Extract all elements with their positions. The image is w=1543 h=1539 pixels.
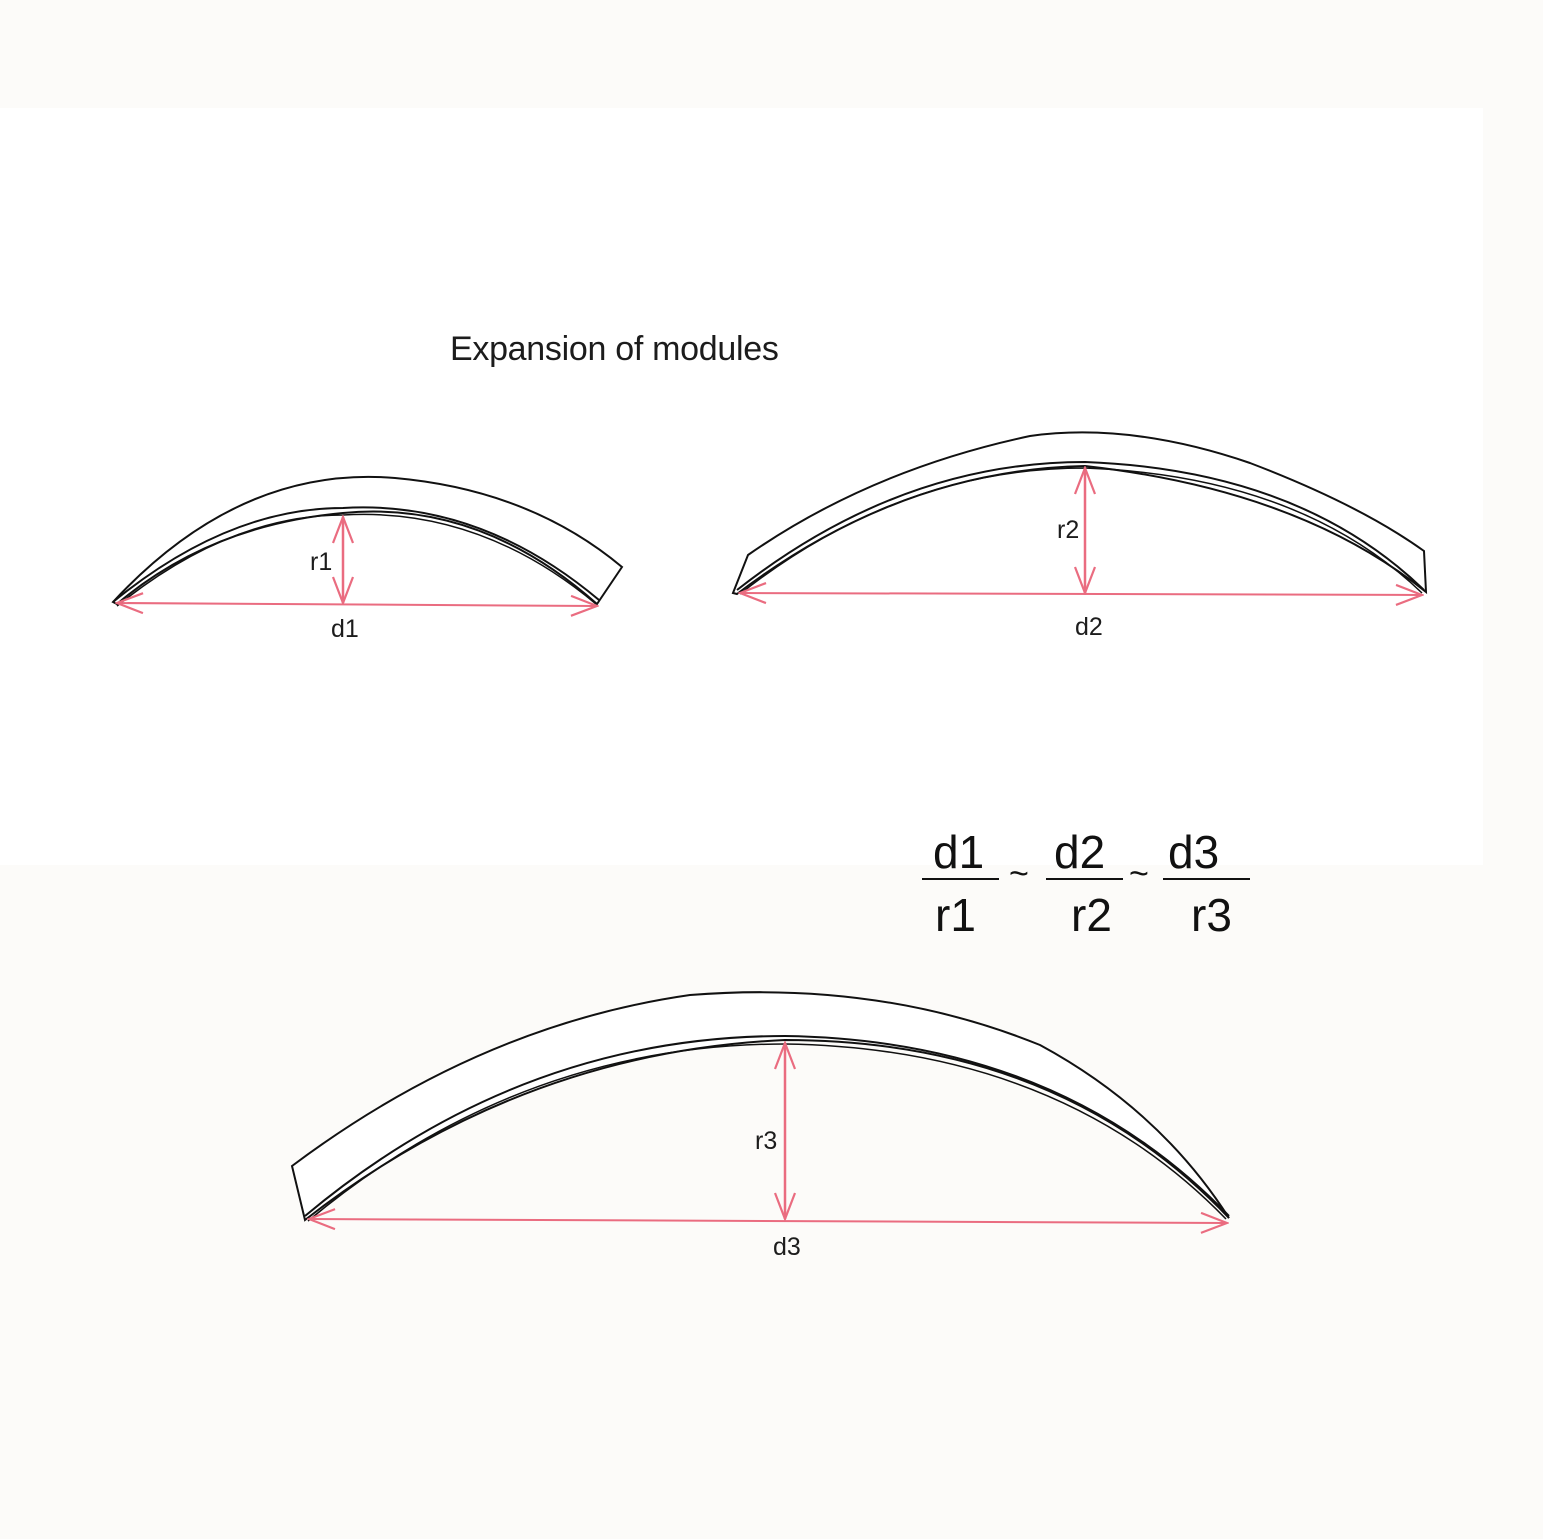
module-1-arch [111,475,624,607]
module-2-arch [731,431,1428,596]
r3-label: r3 [755,1127,777,1155]
eq-relation-2: ~ [1129,855,1149,893]
d3-arrow [309,1219,1227,1223]
ratio-equation: d1 r1 ~ d2 r2 ~ d3 r3 [922,826,1250,941]
r2-label: r2 [1057,516,1079,544]
eq-numerator-1: d1 [933,826,984,878]
eq-numerator-2: d2 [1054,826,1105,878]
d3-label: d3 [773,1233,801,1261]
eq-denominator-3: r3 [1191,889,1232,941]
module-3-arch [290,991,1230,1222]
eq-denominator-2: r2 [1071,889,1112,941]
eq-numerator-3: d3 [1168,826,1219,878]
r1-label: r1 [310,548,332,576]
d2-arrow [740,593,1422,595]
eq-relation-1: ~ [1009,855,1029,893]
d2-label: d2 [1075,613,1103,641]
d1-arrow [117,603,597,606]
diagram-title: Expansion of modules [450,330,779,368]
d1-label: d1 [331,615,359,643]
eq-denominator-1: r1 [935,889,976,941]
